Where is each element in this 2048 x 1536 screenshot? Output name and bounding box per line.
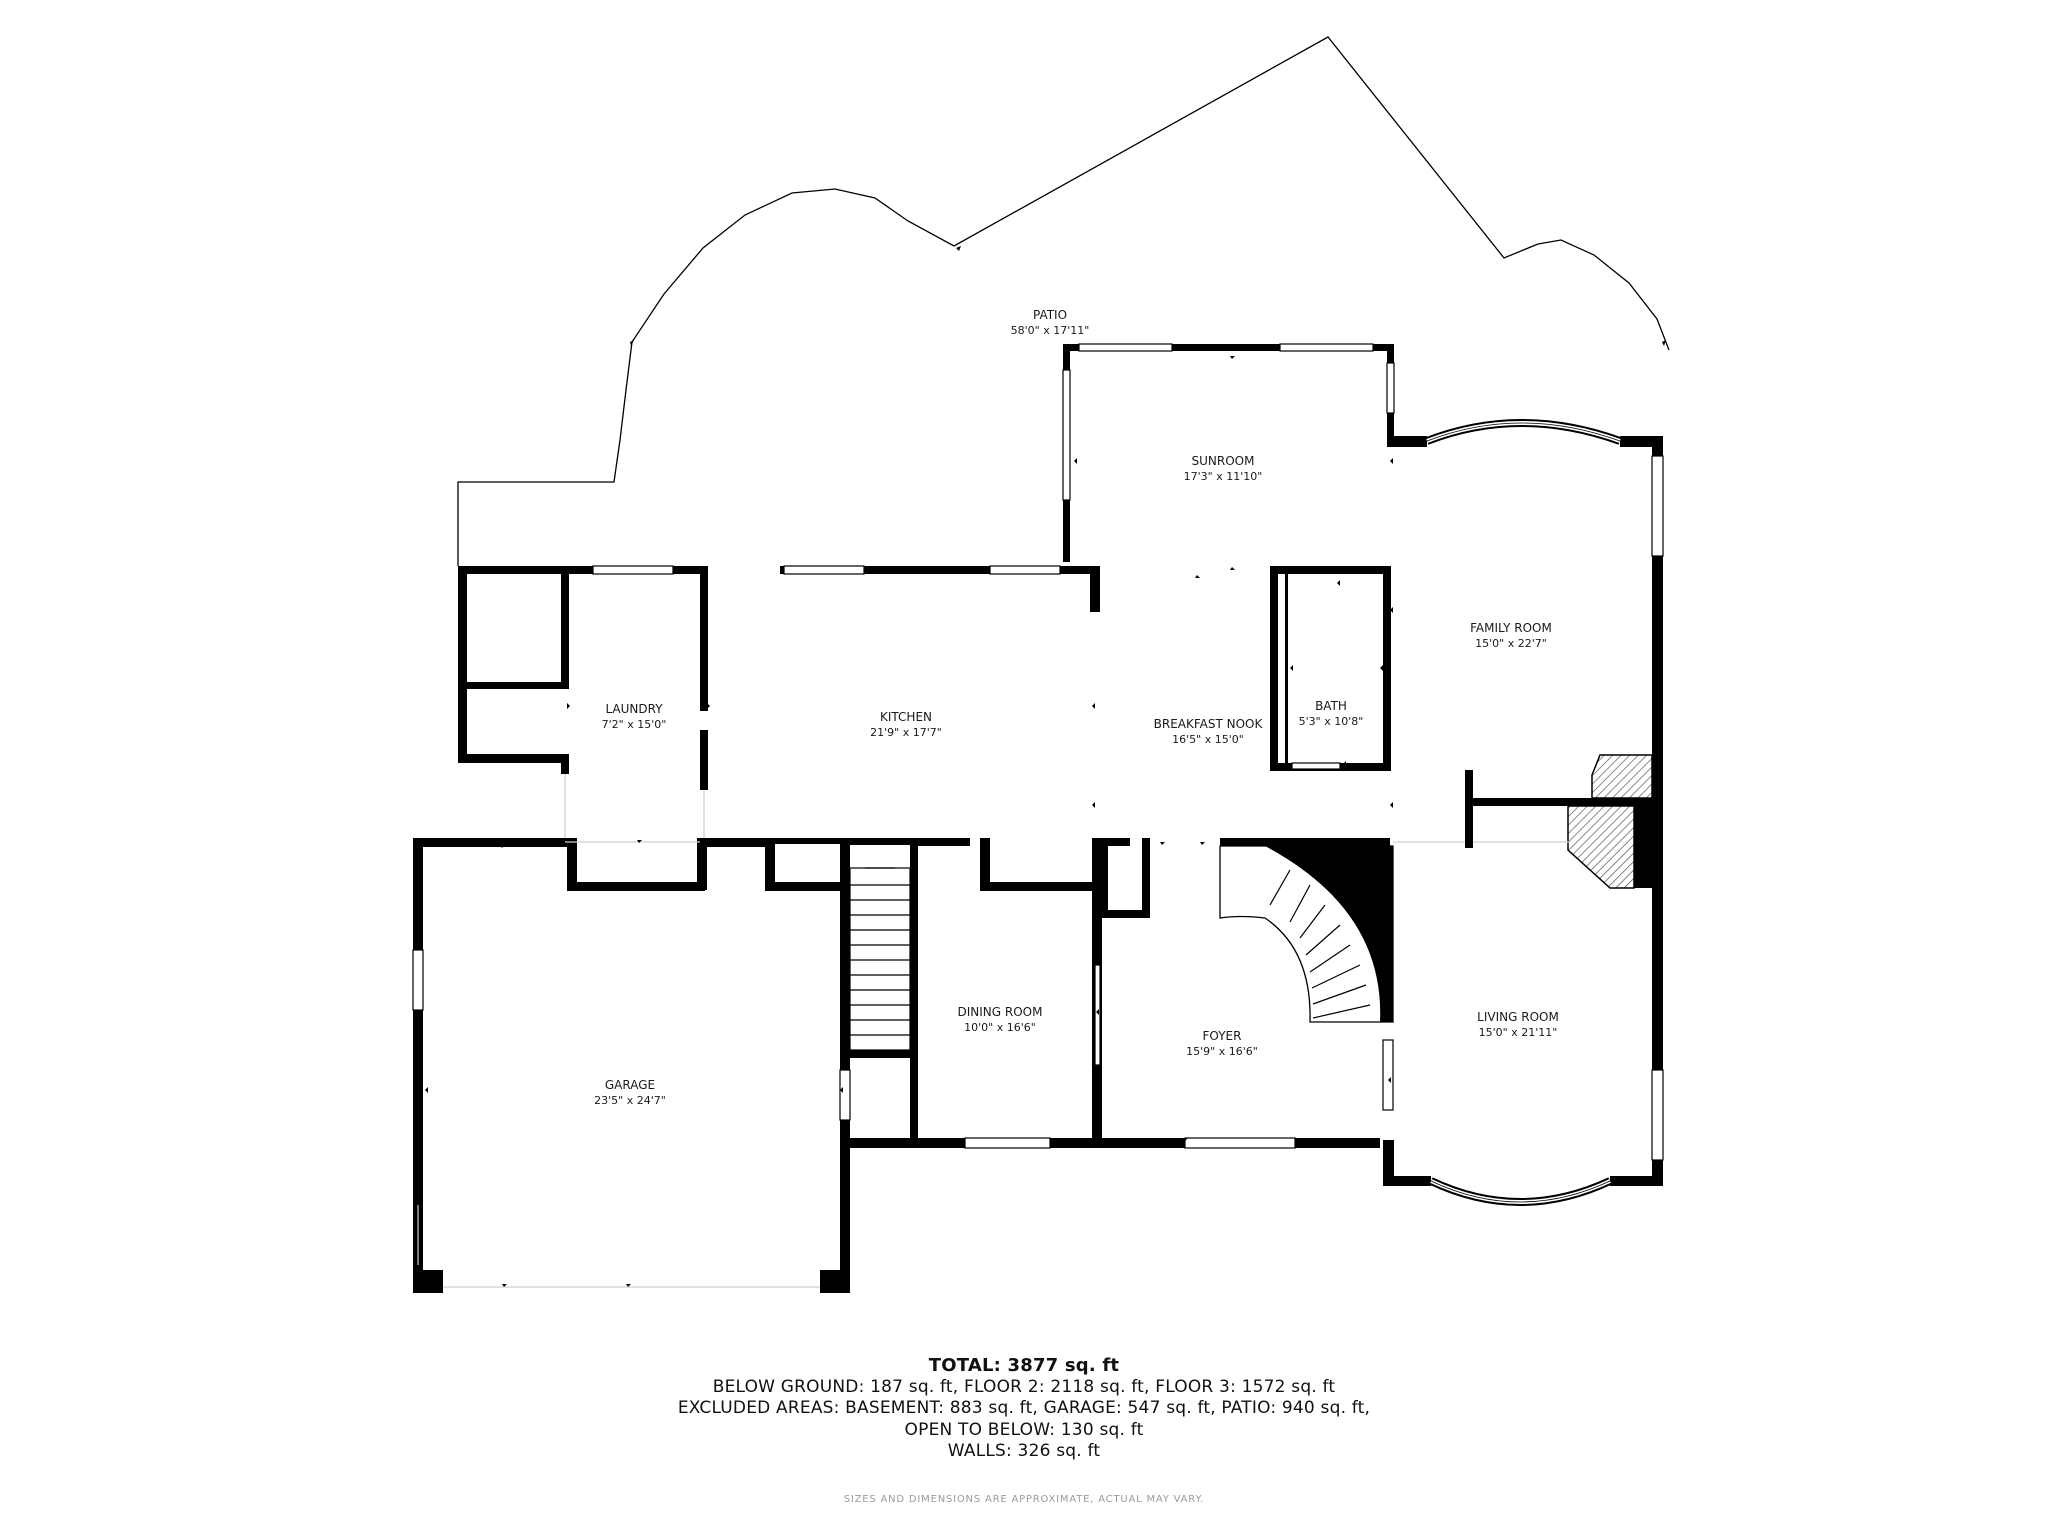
svg-text:15'0" x 22'7": 15'0" x 22'7" xyxy=(1475,637,1547,650)
svg-text:KITCHEN: KITCHEN xyxy=(880,710,932,724)
room-label-foyer: FOYER 15'9" x 16'6" xyxy=(1186,1029,1258,1058)
family-fireplace-walls xyxy=(1465,754,1653,889)
svg-text:58'0" x 17'11": 58'0" x 17'11" xyxy=(1011,324,1090,337)
svg-text:GARAGE: GARAGE xyxy=(605,1078,655,1092)
svg-text:DINING ROOM: DINING ROOM xyxy=(958,1005,1043,1019)
room-label-bath: BATH 5'3" x 10'8" xyxy=(1299,699,1364,728)
svg-text:21'9" x 17'7": 21'9" x 17'7" xyxy=(870,726,942,739)
room-label-living-room: LIVING ROOM 15'0" x 21'11" xyxy=(1477,1010,1559,1039)
kitchen-south-wall xyxy=(565,838,842,844)
svg-text:PATIO: PATIO xyxy=(1033,308,1067,322)
svg-text:LIVING ROOM: LIVING ROOM xyxy=(1477,1010,1559,1024)
foyer-walls xyxy=(1100,838,1394,1111)
svg-text:FOYER: FOYER xyxy=(1203,1029,1242,1043)
svg-text:LAUNDRY: LAUNDRY xyxy=(605,702,663,716)
svg-text:17'3" x 11'10": 17'3" x 11'10" xyxy=(1184,470,1263,483)
svg-text:16'5" x 15'0": 16'5" x 15'0" xyxy=(1172,733,1244,746)
east-wing-walls xyxy=(1383,436,1664,1186)
walls-area: WALLS: 326 sq. ft xyxy=(947,1441,1101,1461)
svg-text:FAMILY ROOM: FAMILY ROOM xyxy=(1470,621,1552,635)
north-wall xyxy=(458,565,1390,771)
svg-text:7'2" x 15'0": 7'2" x 15'0" xyxy=(602,718,667,731)
room-label-sunroom: SUNROOM 17'3" x 11'10" xyxy=(1184,454,1263,483)
room-label-laundry: LAUNDRY 7'2" x 15'0" xyxy=(602,702,667,731)
total-area: TOTAL: 3877 sq. ft xyxy=(928,1355,1120,1376)
svg-text:15'9" x 16'6": 15'9" x 16'6" xyxy=(1186,1045,1258,1058)
patio-outline xyxy=(457,36,1670,566)
floor-breakdown: BELOW GROUND: 187 sq. ft, FLOOR 2: 2118 … xyxy=(712,1376,1336,1397)
excluded-areas: EXCLUDED AREAS: BASEMENT: 883 sq. ft, GA… xyxy=(677,1398,1371,1418)
room-label-patio: PATIO 58'0" x 17'11" xyxy=(1011,308,1090,337)
svg-text:5'3" x 10'8": 5'3" x 10'8" xyxy=(1299,715,1364,728)
svg-text:15'0" x 21'11": 15'0" x 21'11" xyxy=(1479,1026,1558,1039)
svg-text:10'0" x 16'6": 10'0" x 16'6" xyxy=(964,1021,1036,1034)
room-label-dining-room: DINING ROOM 10'0" x 16'6" xyxy=(958,1005,1043,1034)
dining-walls xyxy=(840,838,1380,1149)
room-label-kitchen: KITCHEN 21'9" x 17'7" xyxy=(870,710,942,739)
svg-text:23'5" x 24'7": 23'5" x 24'7" xyxy=(594,1094,666,1107)
sunroom-walls xyxy=(1062,343,1395,562)
straight-staircase xyxy=(840,838,918,1138)
open-to-below: OPEN TO BELOW: 130 sq. ft xyxy=(904,1419,1144,1440)
disclaimer: SIZES AND DIMENSIONS ARE APPROXIMATE, AC… xyxy=(843,1494,1205,1505)
door-markers xyxy=(425,246,1666,1287)
laundry-walls xyxy=(458,566,708,842)
garage-walls xyxy=(412,838,851,1293)
room-label-garage: GARAGE 23'5" x 24'7" xyxy=(594,1078,666,1107)
svg-text:BREAKFAST NOOK: BREAKFAST NOOK xyxy=(1154,717,1264,731)
svg-text:BATH: BATH xyxy=(1315,699,1347,713)
svg-text:SUNROOM: SUNROOM xyxy=(1192,454,1255,468)
bath-walls xyxy=(1270,566,1391,771)
area-summary: TOTAL: 3877 sq. ft BELOW GROUND: 187 sq.… xyxy=(0,1355,2048,1463)
living-north-wall xyxy=(1393,838,1570,848)
room-label-breakfast-nook: BREAKFAST NOOK 16'5" x 15'0" xyxy=(1154,717,1264,746)
room-label-family-room: FAMILY ROOM 15'0" x 22'7" xyxy=(1470,621,1552,650)
